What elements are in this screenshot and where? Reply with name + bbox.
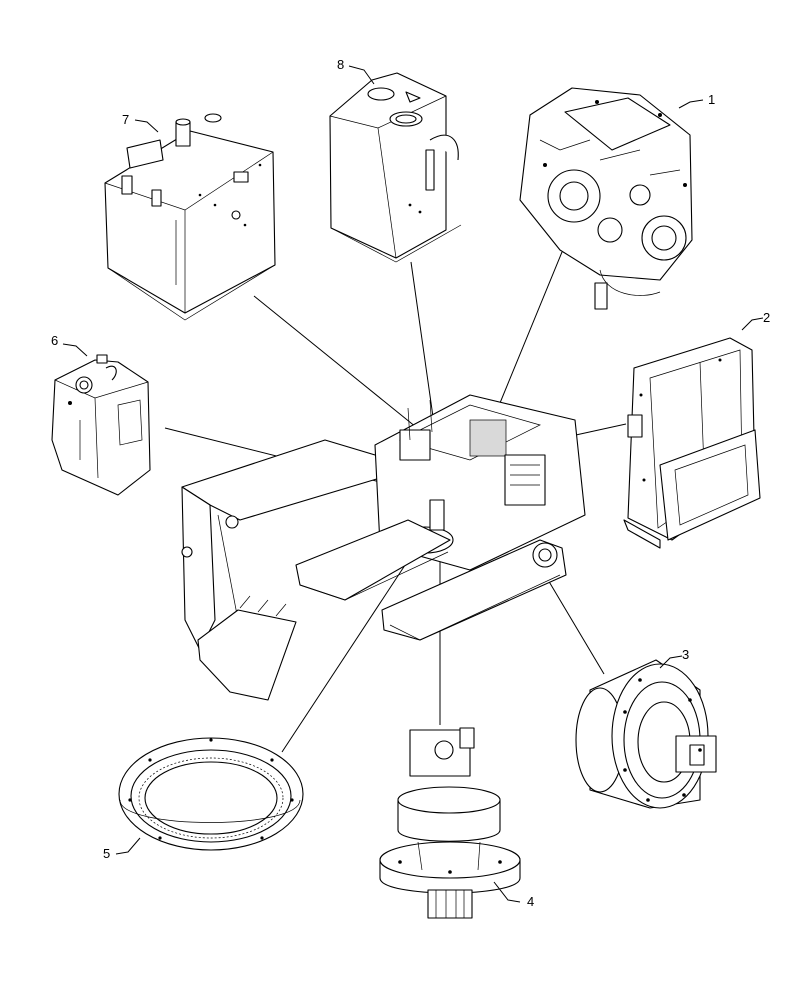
callout-8-label: 8 bbox=[337, 57, 344, 72]
callout-8: 8 bbox=[337, 57, 375, 85]
callout-5-label: 5 bbox=[103, 846, 110, 861]
callout-2-label: 2 bbox=[763, 310, 770, 325]
callout-6-label: 6 bbox=[51, 333, 58, 348]
engine-drawing bbox=[519, 87, 693, 310]
swing-bearing-drawing bbox=[118, 737, 304, 851]
travel-drive-drawing bbox=[575, 659, 717, 809]
callout-5: 5 bbox=[103, 837, 141, 861]
callout-6: 6 bbox=[51, 333, 88, 357]
callout-7-label: 7 bbox=[122, 112, 129, 127]
callout-4: 4 bbox=[493, 881, 534, 909]
excavator-drawing bbox=[181, 394, 586, 701]
hydraulic-tank-drawing bbox=[104, 113, 276, 321]
radiator-drawing bbox=[623, 337, 761, 549]
swing-drive-drawing bbox=[379, 727, 521, 919]
def-tank-drawing bbox=[51, 354, 151, 496]
callout-2: 2 bbox=[741, 310, 770, 331]
callout-1-label: 1 bbox=[708, 92, 715, 107]
callout-3-label: 3 bbox=[682, 647, 689, 662]
fuel-tank-drawing bbox=[329, 72, 462, 263]
callout-7: 7 bbox=[122, 112, 159, 133]
callout-1: 1 bbox=[678, 92, 715, 109]
callout-3: 3 bbox=[659, 647, 689, 669]
callout-4-label: 4 bbox=[527, 894, 534, 909]
